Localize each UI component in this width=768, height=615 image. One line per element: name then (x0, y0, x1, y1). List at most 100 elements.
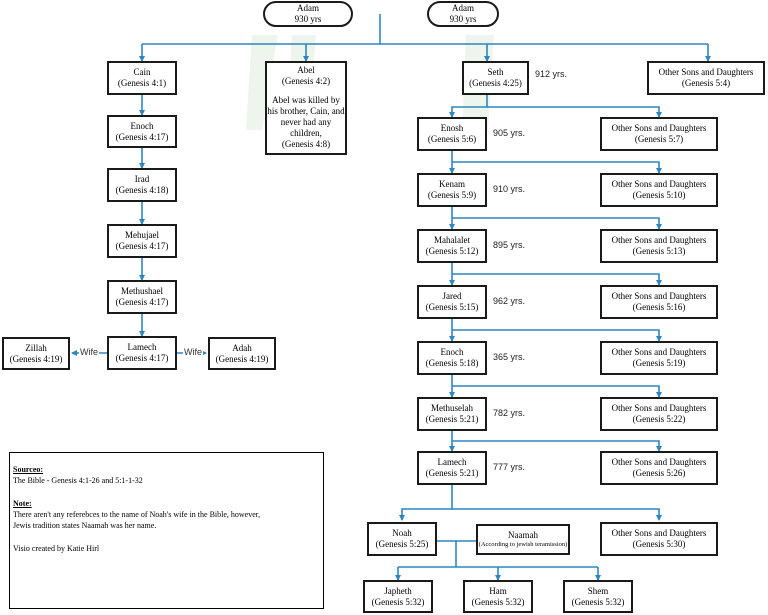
adah-name: Adah (232, 342, 252, 353)
noah-others-ref: (Genesis 5:30) (632, 539, 686, 549)
seth-line-others-ref-1: (Genesis 5:10) (632, 190, 686, 200)
seth-line-ref-enoch-4: (Genesis 5:18) (425, 358, 479, 368)
cain-enoch-node[interactable]: Enoch (Genesis 4:17) (107, 115, 177, 148)
wife-label-zillah: Wife (79, 347, 99, 358)
zillah-ref: (Genesis 4:19) (9, 353, 63, 364)
seth-line-node-mahalalet-2[interactable]: Mahalalet(Genesis 5:12) (417, 229, 487, 263)
seth-line-years-enoch-4: 365 yrs. (493, 352, 526, 362)
connector-seth-line-others-1 (452, 217, 662, 230)
seth-line-others-node-5[interactable]: Other Sons and Daughters(Genesis 5:22) (600, 397, 718, 431)
seth-line-node-enoch-4[interactable]: Enoch(Genesis 5:18) (417, 341, 487, 375)
noah-name: Noah (392, 528, 412, 538)
seth-line-others-ref-2: (Genesis 5:13) (632, 246, 686, 256)
seth-line-ref-mahalalet-2: (Genesis 5:12) (425, 246, 479, 256)
ham-node[interactable]: Ham (Genesis 5:32) (463, 580, 533, 613)
seth-line-ref-kenam-1: (Genesis 5:9) (427, 190, 477, 200)
cain-name: Cain (133, 67, 151, 77)
seth-line-ref-jared-3: (Genesis 5:15) (425, 302, 479, 312)
cain-ref: (Genesis 4:1) (117, 78, 167, 88)
wife-label-adah: Wife (183, 347, 203, 358)
seth-line-name-kenam-1: Kenam (439, 179, 465, 189)
noah-others-label: Other Sons and Daughters (611, 528, 707, 538)
abel-name: Abel (297, 65, 315, 75)
connector-lamech-branch-others (452, 508, 662, 521)
naamah-name: Naamah (508, 530, 538, 540)
noah-ref: (Genesis 5:25) (375, 539, 429, 549)
seth-name: Seth (487, 67, 504, 77)
seth-line-others-node-1[interactable]: Other Sons and Daughters(Genesis 5:10) (600, 173, 718, 207)
connector-seth-line-others-5 (452, 440, 662, 452)
adam-node-right[interactable]: Adam 930 yrs (427, 1, 499, 27)
seth-line-node-lamech-6[interactable]: Lamech(Genesis 5:21) (417, 451, 487, 485)
japheth-name: Japheth (384, 585, 412, 596)
cain-node[interactable]: Cain (Genesis 4:1) (107, 61, 177, 95)
source-text: The Bible - Genesis 4:1-26 and 5:1-1-32 (13, 476, 143, 485)
seth-ref: (Genesis 4:25) (469, 78, 522, 88)
adam-node-left[interactable]: Adam 930 yrs (263, 1, 353, 27)
mehujael-node[interactable]: Mehujael (Genesis 4:17) (107, 224, 177, 258)
connector-seth-branch (449, 95, 488, 118)
cain-enoch-ref: (Genesis 4:17) (115, 131, 169, 142)
connector-seth-branch-others (487, 106, 662, 118)
zillah-node[interactable]: Zillah (Genesis 4:19) (2, 337, 70, 370)
shem-node[interactable]: Shem (Genesis 5:32) (563, 580, 633, 613)
cain-lamech-ref: (Genesis 4:17) (115, 353, 169, 363)
seth-line-others-label-6: Other Sons and Daughters (611, 457, 707, 467)
credit-text: Visio created by Katie Hirl (13, 544, 100, 553)
adah-ref: (Genesis 4:19) (215, 353, 269, 364)
adam-right-name: Adam (452, 3, 474, 13)
seth-line-node-jared-3[interactable]: Jared(Genesis 5:15) (417, 285, 487, 319)
seth-line-others-node-3[interactable]: Other Sons and Daughters(Genesis 5:16) (600, 285, 718, 319)
seth-line-others-node-4[interactable]: Other Sons and Daughters(Genesis 5:19) (600, 341, 718, 375)
seth-line-others-label-3: Other Sons and Daughters (611, 291, 707, 301)
seth-line-others-ref-3: (Genesis 5:16) (632, 302, 686, 312)
seth-line-years-jared-3: 962 yrs. (493, 296, 526, 306)
seth-line-others-ref-4: (Genesis 5:19) (632, 358, 686, 368)
seth-others-label: Other Sons and Daughters (658, 67, 754, 77)
seth-line-ref-lamech-6: (Genesis 5:21) (425, 468, 479, 478)
mehujael-ref: (Genesis 4:17) (115, 241, 169, 251)
adam-left-name: Adam (297, 3, 319, 13)
connector-seth-line-others-2 (452, 273, 662, 286)
seth-line-others-node-6[interactable]: Other Sons and Daughters(Genesis 5:26) (600, 451, 718, 485)
seth-line-name-enoch-4: Enoch (440, 347, 464, 357)
seth-others-ref: (Genesis 5:4) (681, 78, 731, 88)
noah-node[interactable]: Noah (Genesis 5:25) (367, 522, 437, 556)
seth-line-others-label-4: Other Sons and Daughters (611, 347, 707, 357)
seth-node[interactable]: Seth (Genesis 4:25) (462, 61, 529, 95)
cain-lamech-node[interactable]: Lamech (Genesis 4:17) (107, 336, 177, 370)
connector-seth-line-others-0 (452, 161, 662, 174)
adam-right-years: 930 yrs (449, 14, 477, 24)
seth-line-node-methuselah-5[interactable]: Methuselah(Genesis 5:21) (417, 397, 487, 431)
seth-line-others-label-0: Other Sons and Daughters (611, 123, 707, 133)
noah-others-node[interactable]: Other Sons and Daughters (Genesis 5:30) (600, 522, 718, 556)
seth-others-node[interactable]: Other Sons and Daughters (Genesis 5:4) (647, 61, 765, 95)
seth-line-others-node-2[interactable]: Other Sons and Daughters(Genesis 5:13) (600, 229, 718, 263)
japheth-node[interactable]: Japheth (Genesis 5:32) (363, 580, 433, 613)
connector-lamech-branch (399, 485, 453, 521)
abel-note: Abel was killed by his brother, Cain, an… (267, 95, 345, 138)
seth-line-others-ref-0: (Genesis 5:7) (634, 134, 684, 144)
cain-enoch-name: Enoch (130, 120, 154, 131)
seth-line-years-kenam-1: 910 yrs. (493, 184, 526, 194)
irad-node[interactable]: Irad (Genesis 4:18) (107, 168, 177, 202)
note-line-2: Jewis tradition states Naamah was her na… (13, 521, 157, 530)
shem-ref: (Genesis 5:32) (571, 596, 625, 607)
adam-left-years: 930 yrs (294, 14, 322, 24)
zillah-name: Zillah (25, 342, 47, 353)
ham-ref: (Genesis 5:32) (471, 596, 525, 607)
irad-name: Irad (134, 174, 150, 184)
methushael-name: Methushael (121, 286, 163, 296)
seth-line-others-node-0[interactable]: Other Sons and Daughters(Genesis 5:7) (600, 117, 718, 151)
adah-node[interactable]: Adah (Genesis 4:19) (208, 337, 276, 370)
seth-line-others-label-2: Other Sons and Daughters (611, 235, 707, 245)
abel-node[interactable]: Abel (Genesis 4:2) Abel was killed by hi… (265, 61, 347, 155)
seth-line-years-enosh-0: 905 yrs. (493, 128, 526, 138)
ham-name: Ham (489, 585, 507, 596)
abel-note-ref: (Genesis 4:8) (281, 139, 331, 149)
methushael-node[interactable]: Methushael (Genesis 4:17) (107, 280, 177, 314)
seth-line-node-enosh-0[interactable]: Enosh(Genesis 5:6) (417, 117, 487, 151)
seth-line-name-methuselah-5: Methuselah (431, 403, 473, 413)
seth-line-node-kenam-1[interactable]: Kenam(Genesis 5:9) (417, 173, 487, 207)
naamah-node[interactable]: Naamah (According to jewish teramission) (476, 524, 570, 555)
